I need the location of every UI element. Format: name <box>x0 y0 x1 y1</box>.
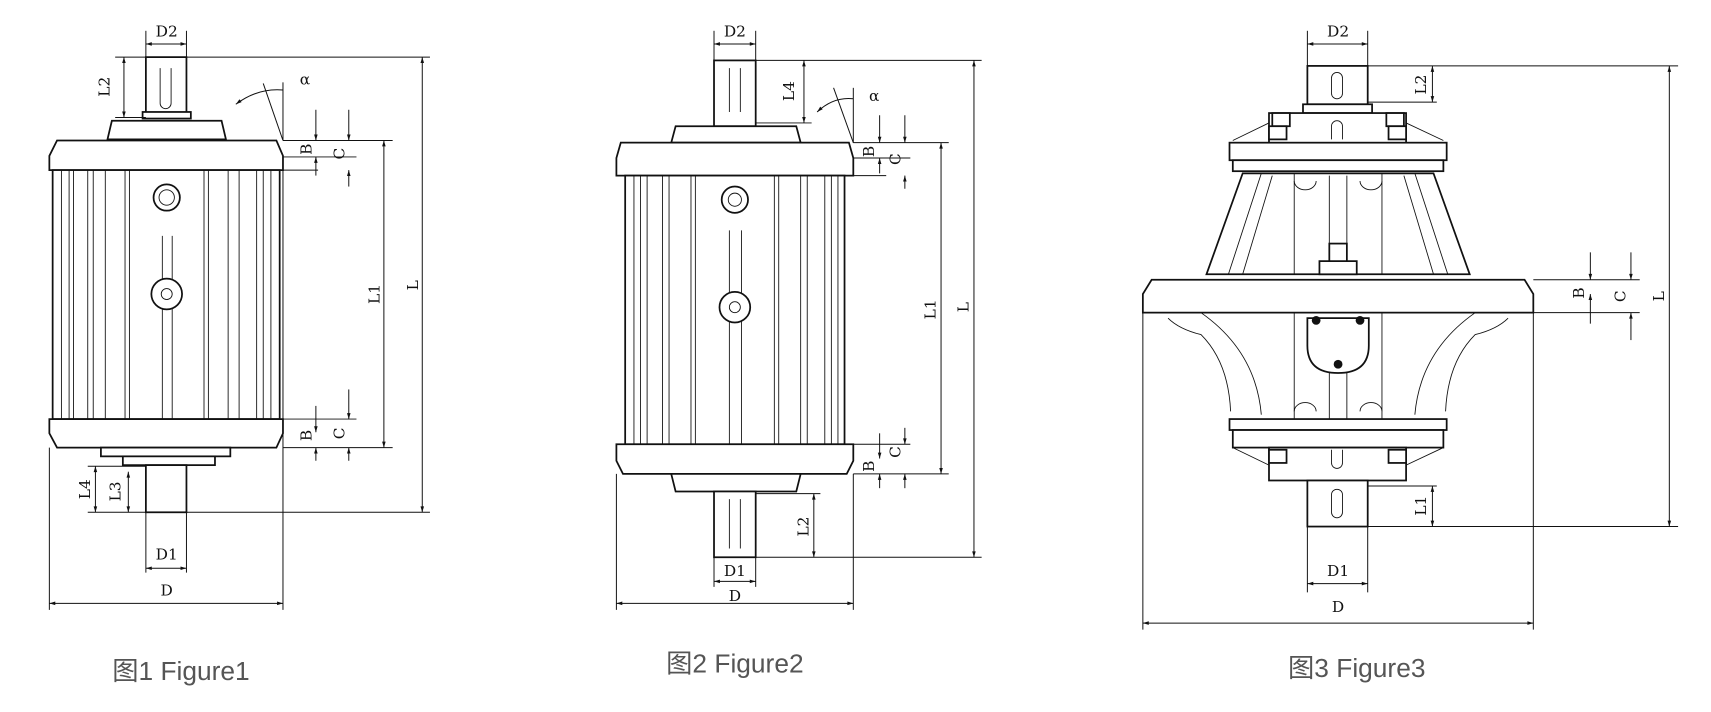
label-C-bottom: C <box>330 427 348 439</box>
label-L1: L1 <box>365 284 383 304</box>
label-L: L <box>954 302 972 312</box>
label-B-top: B <box>297 144 315 155</box>
figure-1-body <box>48 56 284 514</box>
label-L4: L4 <box>76 479 94 499</box>
label-L3: L3 <box>107 481 125 501</box>
figure-1-dimensions <box>48 30 430 610</box>
label-C-top: C <box>330 148 348 160</box>
figure-2-dimensions <box>615 30 982 610</box>
figure-2: D2 L4 α B C L1 L B C L2 D1 D 图2 Figure2 <box>615 22 982 678</box>
figure-3: D2 L2 B C L L1 D1 D 图3 Figure3 <box>1141 22 1679 683</box>
figure-3-caption: 图3 Figure3 <box>1288 653 1425 683</box>
label-D: D <box>729 587 741 605</box>
figure-1: D2 L2 α B C L1 L B C L4 L3 D1 D 图1 Figur… <box>48 22 430 686</box>
label-C: C <box>1611 290 1629 302</box>
figure-1-caption: 图1 Figure1 <box>112 656 249 686</box>
label-C-top: C <box>886 153 904 165</box>
label-alpha: α <box>300 71 310 89</box>
label-B-bottom: B <box>297 430 315 441</box>
label-B: B <box>1570 287 1588 298</box>
label-B-bottom: B <box>860 461 878 472</box>
figure-3-body <box>1141 65 1535 528</box>
figure-2-caption: 图2 Figure2 <box>666 648 803 678</box>
label-L2: L2 <box>1412 75 1430 95</box>
label-B-top: B <box>860 146 878 157</box>
label-C-bottom: C <box>886 446 904 458</box>
label-L2: L2 <box>96 77 114 97</box>
label-D: D <box>161 582 173 600</box>
label-L1: L1 <box>1412 496 1430 516</box>
label-L: L <box>1650 291 1668 301</box>
label-L1: L1 <box>922 299 940 319</box>
label-D2: D2 <box>156 22 178 40</box>
label-D2: D2 <box>1327 22 1349 40</box>
label-D2: D2 <box>724 22 746 40</box>
label-D1: D1 <box>1327 562 1349 580</box>
label-L: L <box>404 280 422 290</box>
label-L4: L4 <box>780 81 798 101</box>
label-L2: L2 <box>794 517 812 537</box>
label-D1: D1 <box>724 562 746 580</box>
figure-2-body <box>615 59 855 559</box>
label-D1: D1 <box>156 545 178 563</box>
label-alpha: α <box>869 87 879 105</box>
label-D: D <box>1332 598 1344 616</box>
figure-3-dimensions <box>1142 30 1679 630</box>
